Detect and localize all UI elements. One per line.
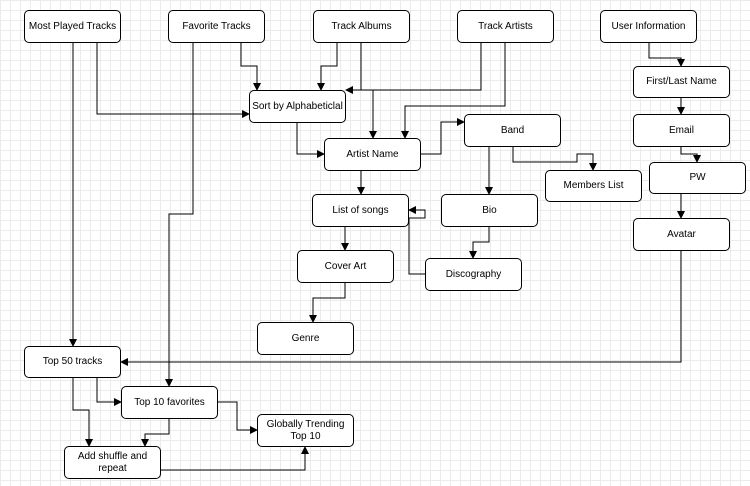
node-favorite-tracks[interactable]: Favorite Tracks bbox=[168, 10, 265, 43]
node-add-shuffle-repeat[interactable]: Add shuffle and repeat bbox=[64, 446, 161, 479]
node-members-list[interactable]: Members List bbox=[545, 170, 642, 202]
edge-top10fav-to-trending bbox=[218, 401, 258, 434]
node-artist-name[interactable]: Artist Name bbox=[324, 138, 421, 171]
node-track-artists[interactable]: Track Artists bbox=[457, 10, 554, 43]
edge-albums-to-sort bbox=[317, 43, 338, 91]
edge-user-to-first-last bbox=[648, 43, 685, 67]
edge-discography-to-songs bbox=[408, 206, 426, 275]
node-avatar[interactable]: Avatar bbox=[633, 218, 730, 251]
edge-cover-art-to-genre bbox=[309, 283, 346, 323]
node-cover-art[interactable]: Cover Art bbox=[297, 250, 394, 283]
node-most-played-tracks[interactable]: Most Played Tracks bbox=[24, 10, 121, 43]
node-band[interactable]: Band bbox=[464, 114, 561, 147]
edge-top10fav-to-shuffle bbox=[141, 419, 170, 447]
edge-email-to-pw bbox=[680, 147, 701, 163]
node-discography[interactable]: Discography bbox=[425, 258, 522, 291]
node-list-of-songs[interactable]: List of songs bbox=[312, 194, 409, 227]
edge-artists-to-artist-name bbox=[401, 43, 506, 139]
edge-artist-name-to-band bbox=[421, 118, 465, 155]
node-sort-alphabetical[interactable]: Sort by Alphabeticlal bbox=[249, 90, 346, 123]
node-genre[interactable]: Genre bbox=[257, 322, 354, 355]
edge-top50-to-shuffle bbox=[72, 378, 93, 447]
node-bio[interactable]: Bio bbox=[441, 194, 538, 227]
node-track-albums[interactable]: Track Albums bbox=[313, 10, 410, 43]
node-globally-trending-top-10[interactable]: Globally Trending Top 10 bbox=[257, 414, 354, 447]
node-email[interactable]: Email bbox=[633, 114, 730, 147]
edge-sort-to-artist-name bbox=[296, 123, 325, 158]
edge-shuffle-to-trending bbox=[161, 446, 309, 471]
edge-bio-to-discography bbox=[469, 227, 490, 259]
node-top-50-tracks[interactable]: Top 50 tracks bbox=[24, 346, 121, 378]
edge-avatar-to-top50 bbox=[120, 251, 682, 366]
edge-favorite-to-top10fav bbox=[165, 43, 194, 387]
edge-favorite-to-sort bbox=[240, 43, 261, 91]
edge-artists-to-sort bbox=[345, 43, 482, 94]
node-user-information[interactable]: User Information bbox=[600, 10, 697, 43]
node-first-last-name[interactable]: First/Last Name bbox=[633, 66, 730, 98]
node-top-10-favorites[interactable]: Top 10 favorites bbox=[121, 386, 218, 419]
edge-most-played-to-sort bbox=[96, 43, 250, 118]
edge-top50-to-top10fav bbox=[96, 378, 122, 406]
edge-band-to-members bbox=[512, 147, 597, 171]
node-pw[interactable]: PW bbox=[649, 162, 746, 194]
